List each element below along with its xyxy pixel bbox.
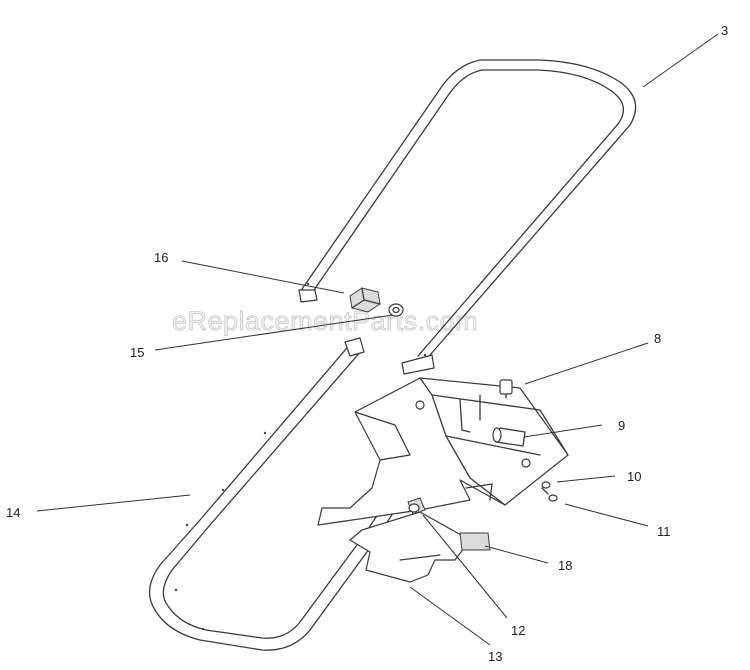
leader-3 <box>642 33 719 88</box>
leader-12 <box>422 514 508 619</box>
callout-12: 12 <box>511 623 525 638</box>
bushing-part-12 <box>407 497 426 515</box>
washer-part-15 <box>388 303 404 317</box>
bolt-part-8 <box>499 379 513 399</box>
callout-10: 10 <box>627 469 641 484</box>
callout-14: 14 <box>6 505 20 520</box>
leader-10 <box>556 475 616 483</box>
callout-labels: 3 16 15 8 9 10 11 14 18 12 13 <box>6 23 728 664</box>
leader-9 <box>523 424 603 438</box>
callout-15: 15 <box>130 345 144 360</box>
callout-13: 13 <box>488 649 502 664</box>
callout-3: 3 <box>721 23 728 38</box>
decal-part-18 <box>459 532 491 551</box>
upper-handle-part-3 <box>298 59 637 375</box>
callout-16: 16 <box>154 250 168 265</box>
callout-8: 8 <box>654 331 661 346</box>
leader-18 <box>484 545 549 564</box>
callout-11: 11 <box>657 524 671 539</box>
clamp-knob-part-16 <box>349 287 381 313</box>
leader-13 <box>409 586 491 646</box>
callout-18: 18 <box>558 558 572 573</box>
nut-part-10 <box>541 481 551 489</box>
leader-15 <box>154 314 394 351</box>
bottom-plate-part-13 <box>349 511 471 583</box>
lower-handle-part-14 <box>148 337 449 651</box>
leader-14 <box>36 494 191 512</box>
leader-8 <box>524 342 649 385</box>
pin-part-11 <box>541 487 558 502</box>
leader-lines <box>36 33 719 646</box>
callout-9: 9 <box>618 418 625 433</box>
watermark-text: eReplacementParts.com <box>172 306 478 336</box>
frame-bracket-assembly <box>317 377 569 526</box>
leader-11 <box>564 503 649 527</box>
leader-16 <box>181 260 345 294</box>
